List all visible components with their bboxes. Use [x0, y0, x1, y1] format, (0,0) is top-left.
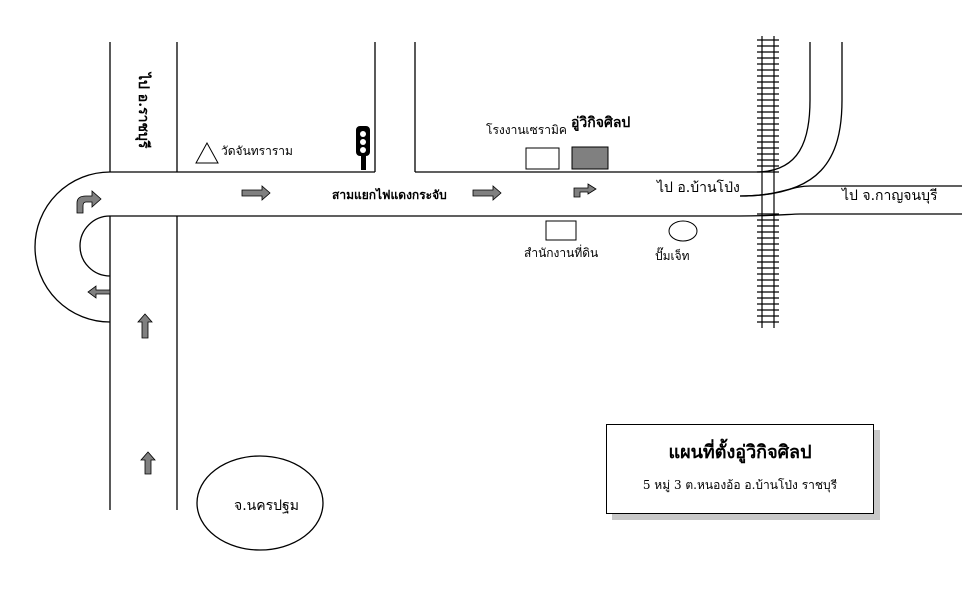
label-to-kanchanaburi: ไป จ.กาญจนบุรี — [841, 187, 938, 204]
label-nakhon-pathom: จ.นครปฐม — [234, 498, 299, 514]
gas-station-oval — [668, 220, 698, 242]
ceramic-factory-box — [525, 147, 560, 170]
road-lines — [34, 42, 962, 510]
legend-box: แผนที่ตั้งอู่วิกิจศิลป 5 หมู่ 3 ต.หนองอ้… — [606, 424, 874, 514]
road-east-top — [739, 185, 962, 197]
label-to-ratchaburi: ไป อ.ราชบุรี — [135, 71, 153, 149]
label-wat: วัดจันทราราม — [221, 144, 293, 158]
label-to-ban-pong: ไป อ.บ้านโป่ง — [656, 179, 740, 196]
legend-address: 5 หมู่ 3 ต.หนองอ้อ อ.บ้านโป่ง ราชบุรี — [642, 478, 838, 492]
direction-arrows — [76, 183, 597, 475]
curve-inner — [755, 42, 811, 173]
direction-arrow-icon — [137, 313, 153, 339]
direction-arrow-icon — [241, 185, 271, 201]
road-east-bottom — [739, 213, 962, 217]
shop-box — [571, 146, 609, 170]
curve-outer — [739, 42, 843, 197]
direction-arrow-icon — [472, 185, 502, 201]
label-shop: อู่วิกิจศิลป — [571, 115, 630, 131]
nakhon-pathom-oval — [196, 455, 324, 551]
label-ceramic-factory: โรงงานเซรามิค — [486, 123, 567, 137]
temple-triangle-icon — [195, 141, 219, 164]
land-office-box — [545, 220, 577, 241]
legend-title: แผนที่ตั้งอู่วิกิจศิลป — [668, 442, 812, 463]
direction-arrow-icon — [87, 285, 111, 299]
u-turn-inner — [79, 215, 111, 277]
label-intersection: สามแยกไฟแดงกระจับ — [332, 187, 447, 202]
direction-arrow-icon — [140, 451, 156, 475]
railway — [757, 36, 779, 328]
traffic-light-icon — [356, 126, 370, 170]
curved-arrow-icon — [76, 190, 102, 214]
turn-arrow-icon — [573, 183, 597, 198]
label-gas-station: ปั๊มเจ็ท — [655, 247, 690, 263]
u-turn-outer — [34, 171, 111, 323]
label-land-office: สำนักงานที่ดิน — [524, 244, 598, 260]
